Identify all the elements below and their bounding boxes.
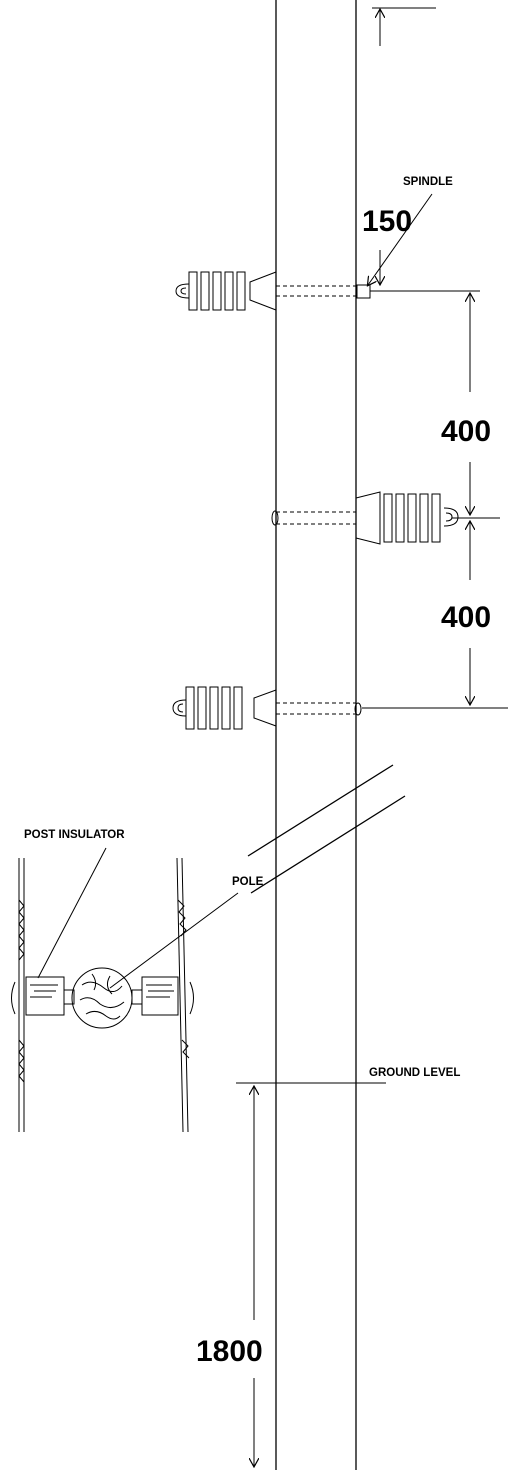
dimension-150 bbox=[370, 7, 480, 292]
insulator-lower-left bbox=[172, 686, 362, 730]
dimension-400-upper bbox=[452, 294, 500, 519]
spindle-leader bbox=[368, 193, 433, 285]
spindle-label: SPINDLE bbox=[403, 176, 453, 188]
break-symbol bbox=[247, 764, 406, 894]
spindle-bracket bbox=[356, 284, 371, 299]
pole-label: POLE bbox=[232, 876, 264, 888]
insulator-top-left bbox=[175, 271, 356, 311]
dimension-label-150: 150 bbox=[362, 205, 412, 238]
pole-shaft bbox=[275, 0, 357, 1470]
ground-level-label: GROUND LEVEL bbox=[369, 1067, 460, 1079]
dimension-label-1800: 1800 bbox=[196, 1335, 263, 1368]
post-insulator-inset bbox=[11, 857, 194, 1133]
dimension-label-400-upper: 400 bbox=[441, 415, 491, 448]
dimension-400-lower bbox=[362, 522, 508, 709]
insulator-middle-right bbox=[271, 491, 459, 545]
pole-leader bbox=[109, 892, 239, 989]
post-insulator-leader bbox=[37, 847, 107, 979]
post-insulator-label: POST INSULATOR bbox=[24, 829, 125, 841]
dimension-label-400-lower: 400 bbox=[441, 601, 491, 634]
